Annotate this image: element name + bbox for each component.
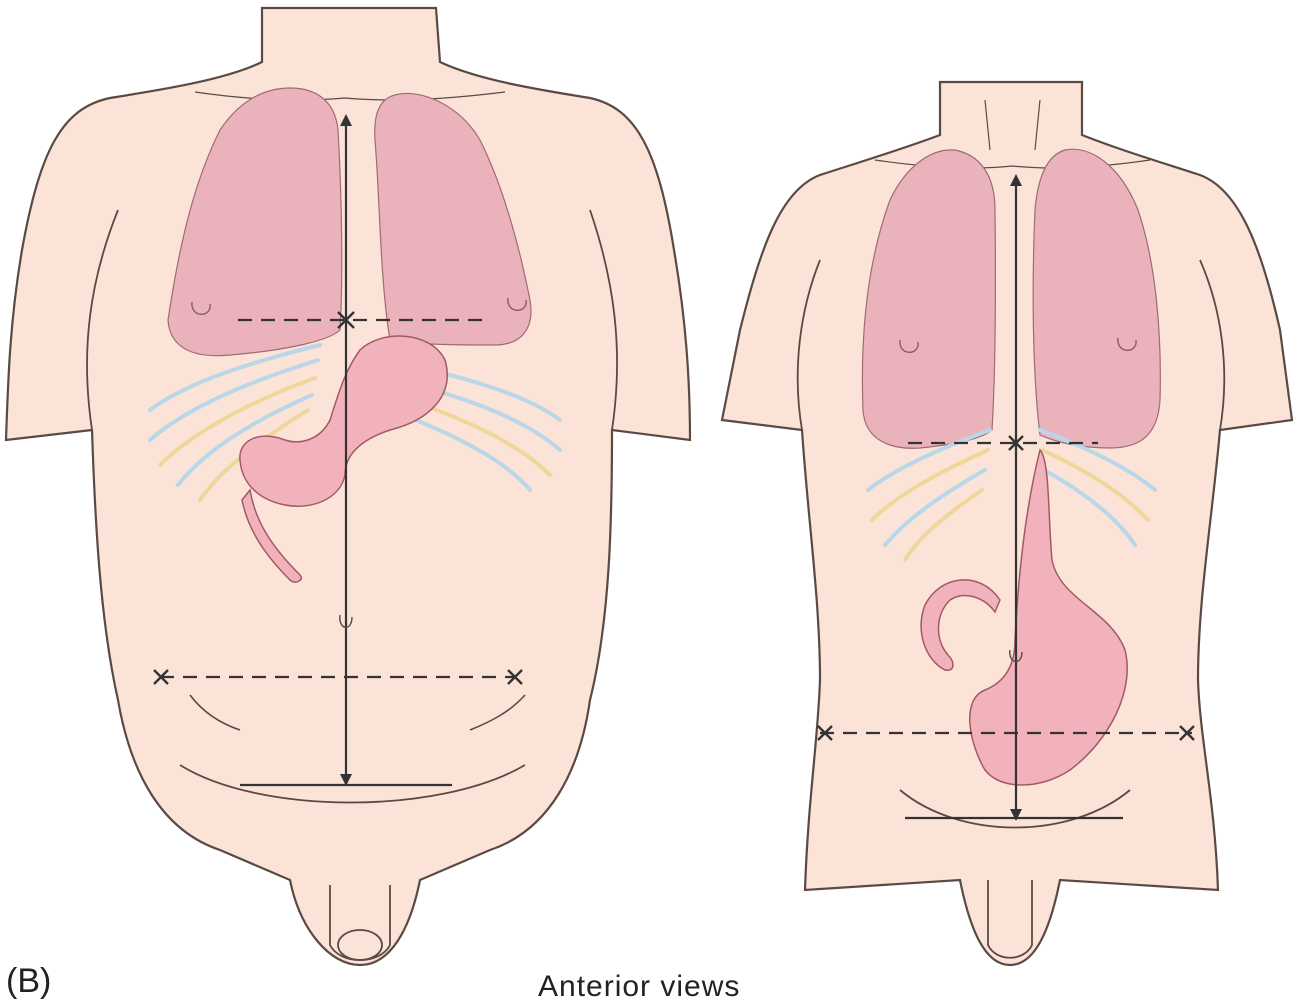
figure-caption: Anterior views [538,970,740,1004]
slender-torso-figure [722,82,1292,965]
broad-torso-body [6,8,690,965]
slender-torso-body [722,82,1292,965]
panel-label: (B) [6,962,51,1001]
broad-torso-figure [6,8,690,965]
